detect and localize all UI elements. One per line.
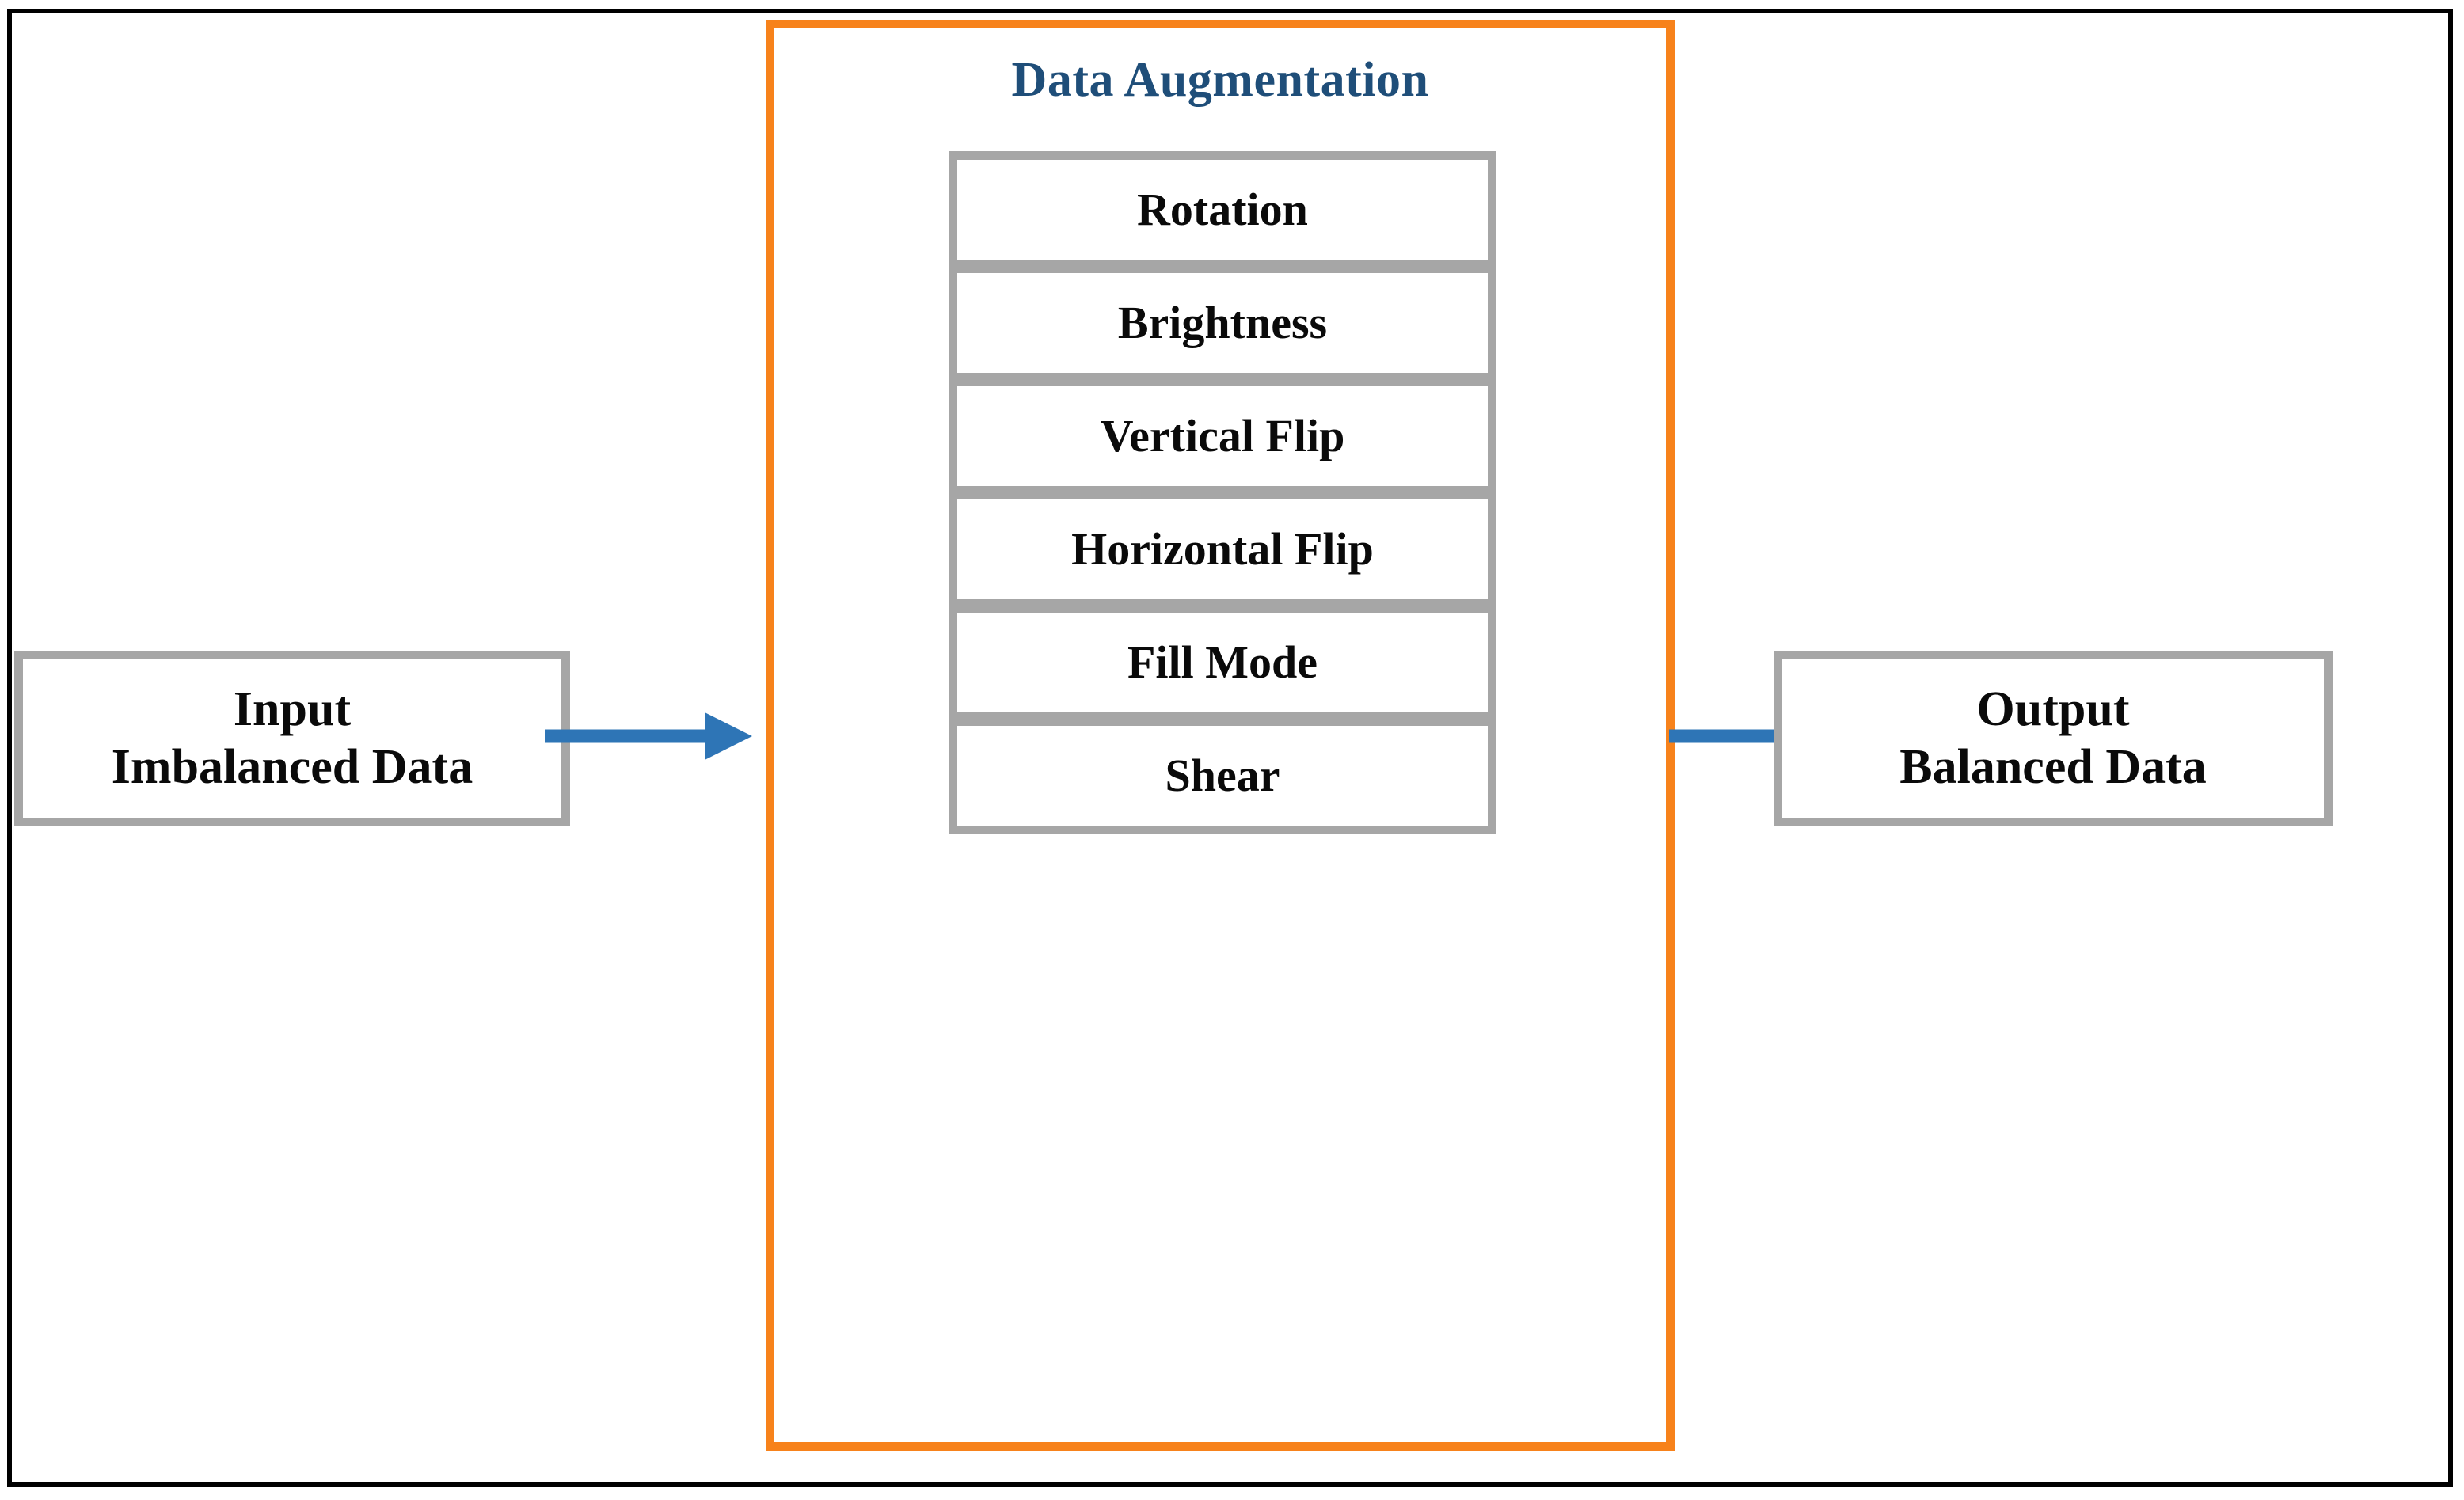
input-imbalanced-data-box: Input Imbalanced Data: [14, 651, 570, 826]
input-box-text: Input Imbalanced Data: [112, 681, 473, 796]
output-label-line1: Output: [1976, 682, 2130, 736]
augmentation-item-label: Rotation: [1137, 183, 1308, 235]
figure-outer-border: [7, 9, 2453, 1487]
augmentation-item-brightness: Brightness: [949, 264, 1496, 382]
augmentation-item-vertical-flip: Vertical Flip: [949, 378, 1496, 495]
arrow-input-to-augmentation-icon: [545, 712, 752, 760]
augmentation-item-label: Shear: [1165, 749, 1280, 801]
data-augmentation-title: Data Augmentation: [1011, 53, 1429, 107]
augmentation-item-label: Fill Mode: [1127, 636, 1318, 688]
augmentation-item-shear: Shear: [949, 717, 1496, 834]
augmentation-item-fill-mode: Fill Mode: [949, 604, 1496, 721]
output-label-line2: Balanced Data: [1899, 740, 2207, 794]
augmentation-item-label: Brightness: [1117, 296, 1328, 348]
augmentation-item-label: Horizontal Flip: [1071, 522, 1374, 575]
output-balanced-data-box: Output Balanced Data: [1774, 651, 2333, 826]
input-label-line1: Input: [233, 682, 352, 736]
output-box-text: Output Balanced Data: [1899, 681, 2207, 796]
input-label-line2: Imbalanced Data: [111, 740, 473, 794]
augmentation-item-rotation: Rotation: [949, 151, 1496, 268]
augmentation-item-horizontal-flip: Horizontal Flip: [949, 491, 1496, 608]
augmentation-item-label: Vertical Flip: [1100, 409, 1345, 461]
